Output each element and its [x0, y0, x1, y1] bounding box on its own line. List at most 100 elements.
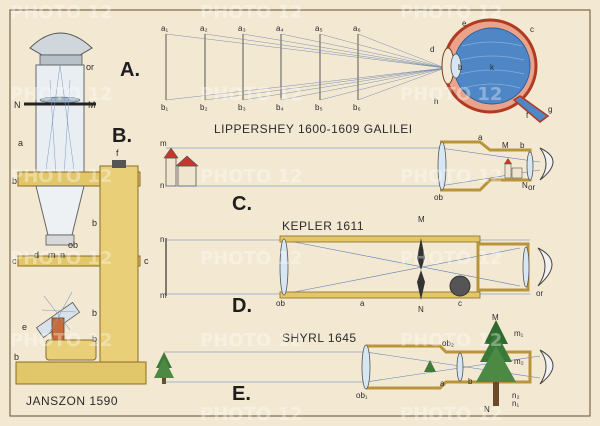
d-label-a: a [360, 299, 365, 308]
e-label-m2: m₂ [514, 357, 524, 366]
eye-label-d: d [430, 45, 434, 54]
a-label-bottom-3: b₃ [238, 103, 246, 112]
micro-label-c-left: c [12, 256, 17, 266]
e-label-ob1: ob₁ [356, 391, 368, 400]
watermark: PHOTO 12 [10, 248, 112, 269]
kepler-tube-top [279, 235, 481, 243]
section-e-title: SHYRL 1645 [282, 331, 357, 345]
microscope-tube [35, 64, 85, 176]
eyepiece-cap [29, 32, 93, 56]
kepler-image-arrow-top [417, 238, 425, 270]
micro-label-b4: b [92, 334, 97, 344]
objective-cone [35, 185, 85, 236]
micro-label-m: m [48, 250, 56, 260]
eye-cross-section [441, 18, 550, 123]
galilean-eyepiece [526, 151, 534, 181]
microscope-base [15, 361, 147, 385]
a-label-bottom-4: b₄ [276, 103, 284, 112]
eye-label-c: c [530, 25, 534, 34]
micro-label-a: a [18, 138, 23, 148]
d-label-m: m [160, 291, 167, 300]
watermark: PHOTO 12 [400, 404, 502, 425]
c-label-n: n [160, 181, 164, 190]
plate-border [9, 9, 591, 417]
section-c-title: LIPPERSHEY 1600-1609 GALILEI [214, 122, 413, 136]
e-label-N: N [484, 405, 490, 414]
section-b-letter: B. [112, 125, 132, 147]
c-label-m: m [160, 139, 167, 148]
small-tree-object [154, 352, 174, 384]
a-label-top-1: a₁ [161, 24, 168, 33]
section-d-letter: D. [232, 295, 252, 317]
d-label-ob: ob [276, 299, 285, 308]
watermark: PHOTO 12 [400, 2, 502, 23]
micro-label-f: f [116, 148, 119, 158]
e-label-m1: m₁ [514, 329, 524, 338]
kepler-eyepiece [522, 246, 530, 288]
a-label-top-3: a₃ [238, 24, 246, 33]
section-a-letter: A. [120, 59, 140, 81]
watermark: PHOTO 12 [10, 2, 112, 23]
eye-label-h: h [434, 97, 438, 106]
watermark: PHOTO 12 [400, 330, 502, 351]
watermark: PHOTO 12 [10, 84, 112, 105]
micro-label-or: or [86, 62, 94, 72]
section-c: B. LIPPERSHEY 1600-1609 GALILEI C. m n [112, 122, 554, 215]
kepler-tube-bottom [279, 291, 481, 299]
kepler-eye-icon [537, 247, 553, 287]
watermark: PHOTO 12 [400, 248, 502, 269]
micro-label-M: M [88, 100, 96, 110]
kepler-image-arrow-bottom [417, 270, 425, 300]
galilean-objective [437, 141, 447, 191]
eyepiece-ring [39, 54, 83, 66]
watermark: PHOTO 12 [10, 330, 112, 351]
micro-label-e: e [22, 322, 27, 332]
c-label-M: M [502, 141, 509, 150]
brass-pillar [99, 165, 139, 367]
c-label-or: or [528, 183, 535, 192]
c-label-b: b [520, 141, 525, 150]
galilean-eye-icon [539, 147, 554, 181]
microscope-caption: JANSZON 1590 [26, 394, 118, 408]
kepler-objective [279, 238, 289, 296]
micro-label-b3: b [92, 308, 97, 318]
eye-label-f: f [526, 111, 529, 120]
d-label-c: c [458, 299, 462, 308]
micro-label-b5: b [14, 352, 19, 362]
section-e-letter: E. [232, 383, 251, 405]
kepler-gear [449, 275, 471, 297]
microscope-drawing: a or N M b b b b d m n c c ob f b e JANS… [12, 32, 149, 408]
micro-label-b2: b [92, 218, 97, 228]
d-label-n: n [160, 235, 164, 244]
objective-lens [45, 234, 75, 246]
focus-knob [112, 160, 126, 168]
e-label-n2: n₂ [512, 391, 520, 400]
watermark: PHOTO 12 [200, 84, 302, 105]
e-label-ob2: ob₂ [442, 339, 454, 348]
d-label-or: or [536, 289, 543, 298]
section-d-title: KEPLER 1611 [282, 219, 364, 233]
watermark: PHOTO 12 [400, 166, 502, 187]
a-label-bottom-6: b₆ [353, 103, 361, 112]
a-label-bottom-1: b₁ [161, 103, 168, 112]
micro-label-b1: b [12, 176, 17, 186]
d-label-M: M [418, 215, 425, 224]
a-label-top-5: a₅ [315, 24, 323, 33]
tube-rays [45, 64, 75, 241]
a-label-bottom-2: b₂ [200, 103, 208, 112]
c-label-N: N [522, 181, 528, 190]
watermark-layer: PHOTO 12 PHOTO 12 PHOTO 12 PHOTO 12 PHOT… [10, 2, 502, 425]
c-label-ob: ob [434, 193, 443, 202]
shyrl-eye-icon [539, 349, 554, 385]
micro-label-ob: ob [68, 240, 78, 250]
eye-label-b: b [458, 63, 463, 72]
eye-label-k: k [490, 63, 495, 72]
shyrl-inverted-tree [424, 360, 436, 372]
large-tree-image [476, 320, 516, 406]
a-label-top-2: a₂ [200, 24, 208, 33]
castle-object [163, 147, 199, 187]
section-d: KEPLER 1611 D. n m M N ob a c or [160, 215, 553, 317]
mirror-rays [41, 291, 77, 333]
micro-label-n: n [60, 250, 65, 260]
